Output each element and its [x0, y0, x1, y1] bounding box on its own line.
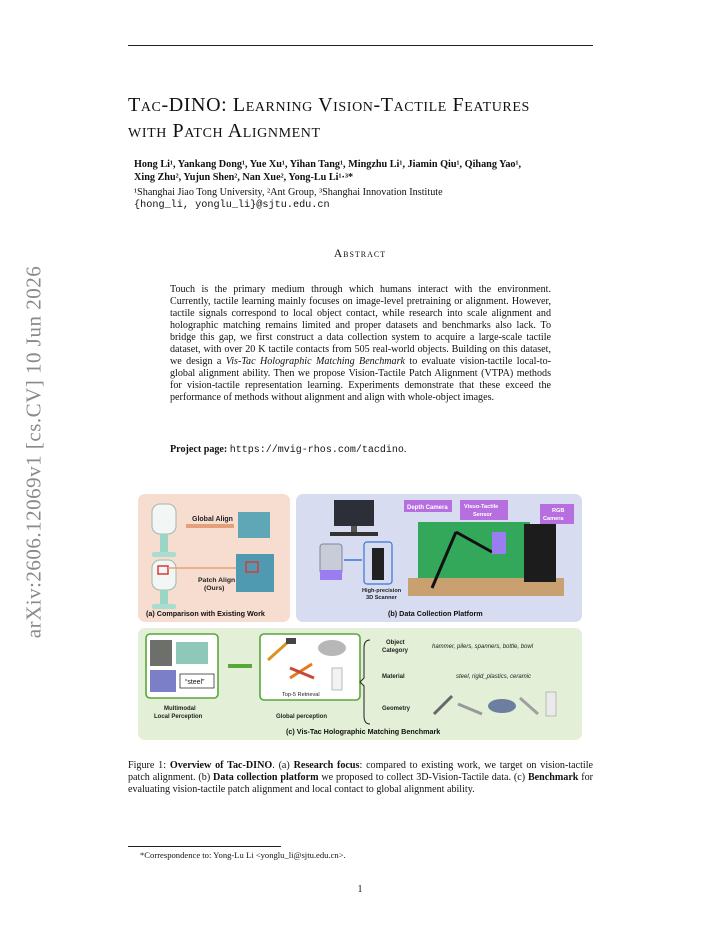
arxiv-id: arXiv:2606.12069v1 [cs.CV] 10 Jun 2026: [21, 265, 46, 639]
geometry-objects-image: [432, 691, 557, 717]
global-objects-image: [266, 638, 346, 691]
footnote-rule: [128, 846, 281, 847]
visuo-tactile-label-2: Sensor: [473, 512, 493, 518]
steel-tag: “steel”: [185, 679, 205, 686]
caption-bold-4: Benchmark: [527, 772, 579, 784]
caption-text-2: : compared to existing work, we target o…: [128, 760, 593, 784]
brace: [359, 639, 371, 725]
tactile-patch-grid: [236, 554, 274, 592]
panel-b-caption: (b) Data Collection Platform: [388, 609, 483, 618]
depth-camera-tag: [404, 500, 452, 512]
multimodal-label-2: Local Perception: [154, 714, 203, 720]
rgb-camera-label-1: RGB: [552, 508, 564, 514]
abstract-emphasis: Vis-Tac Holographic Matching Benchmark: [225, 356, 406, 368]
tactile-global-image: [238, 512, 270, 538]
project-url-link[interactable]: https://mvig-rhos.com/tacdino: [229, 445, 404, 456]
global-perception-label: Global perception: [276, 714, 327, 720]
local-tactile-image: [176, 642, 208, 664]
object-category-label-2: Category: [382, 648, 409, 654]
page-number: 1: [357, 884, 363, 895]
rgb-camera-label-2: Camera: [543, 516, 564, 522]
project-label: Project page:: [170, 444, 228, 455]
fig-label: Figure 1:: [128, 760, 170, 771]
scanner-label-2: 3D Scanner: [366, 595, 398, 601]
abstract-heading: Abstract: [333, 248, 387, 260]
author-list: Hong Li¹, Yankang Dong¹, Yue Xu¹, Yihan …: [134, 158, 604, 184]
rgb-camera-tag: [540, 504, 574, 524]
abstract-text-1: Touch is the primary medium through whic…: [170, 284, 551, 368]
visuo-tactile-tag: [460, 500, 508, 520]
arxiv-watermark: arXiv:2606.12069v1 [cs.CV] 10 Jun 2026: [14, 262, 54, 642]
top5-label: Top-5 Retrieval: [282, 692, 320, 698]
caption-bold-3: Data collection platform: [213, 772, 319, 784]
panel-c-caption: (c) Vis-Tac Holographic Matching Benchma…: [286, 727, 440, 736]
scanner-image: [319, 543, 343, 580]
project-page: Project page: https://mvig-rhos.com/tacd…: [170, 444, 407, 456]
abstract-text-2: to evaluate vision-tactile local-to-glob…: [170, 356, 551, 404]
multimodal-label-1: Multimodal: [164, 706, 196, 712]
global-align-label: Global Align: [192, 516, 233, 523]
steel-tag-box: [179, 673, 215, 689]
title-line-2: with Patch Alignment: [128, 120, 321, 142]
ours-label: (Ours): [204, 585, 224, 592]
top-rule: [128, 45, 593, 46]
visuo-tactile-label-1: Visuo-Tactile: [464, 504, 498, 510]
affiliations: ¹Shanghai Jiao Tong University, ²Ant Gro…: [134, 187, 443, 198]
local-visual-image: [150, 640, 172, 666]
robot-rig-image: [408, 522, 564, 596]
figure-1: Global Align Patch Align (Ours) (a) Comp…: [138, 494, 582, 740]
depth-camera-label: Depth Camera: [407, 505, 448, 511]
monitor-image: [330, 500, 378, 536]
patch-align-label: Patch Align: [198, 577, 235, 584]
caption-text-3: we proposed to collect 3D-Vision-Tactile…: [318, 772, 528, 784]
object-category-label-1: Object: [386, 640, 405, 646]
fan-image-top: [151, 503, 177, 557]
scanner-device: [372, 548, 384, 580]
caption-text-1: . (a): [272, 760, 294, 771]
figure-caption: Figure 1: Overview of Tac-DINO. (a) Rese…: [128, 760, 593, 796]
local-point-cloud: [150, 670, 176, 692]
title-line-1: Tac-DINO: Learning Vision-Tactile Featur…: [128, 94, 530, 116]
object-category-values: hammer, pilers, spanners, bottle, bowl: [432, 644, 534, 650]
footnote: *Correspondence to: Yong-Lu Li <yonglu_l…: [140, 850, 346, 860]
author-email: {hong_li, yonglu_li}@sjtu.edu.cn: [134, 200, 330, 211]
material-label: Material: [382, 674, 405, 680]
caption-bold-2: Research focus: [293, 760, 360, 771]
authors-line-1: Hong Li¹, Yankang Dong¹, Yue Xu¹, Yihan …: [134, 159, 522, 170]
abstract-body: Touch is the primary medium through whic…: [170, 284, 551, 404]
patch-highlight: [245, 561, 259, 573]
scanner-box: [363, 541, 393, 585]
caption-text-4: for evaluating vision-tactile patch alig…: [128, 772, 594, 796]
panel-a-caption: (a) Comparison with Existing Work: [146, 609, 265, 618]
scanner-label-1: High-precision: [362, 588, 402, 594]
paper-title: Tac-DINO: Learning Vision-Tactile Featur…: [128, 92, 598, 144]
caption-bold-1: Overview of Tac-DINO: [169, 760, 273, 771]
geometry-label: Geometry: [382, 706, 411, 712]
material-values: steel, rigid_plastics, ceramic: [456, 674, 531, 680]
authors-line-2: Xing Zhu², Yujun Shen², Nan Xue², Yong-L…: [134, 172, 354, 183]
